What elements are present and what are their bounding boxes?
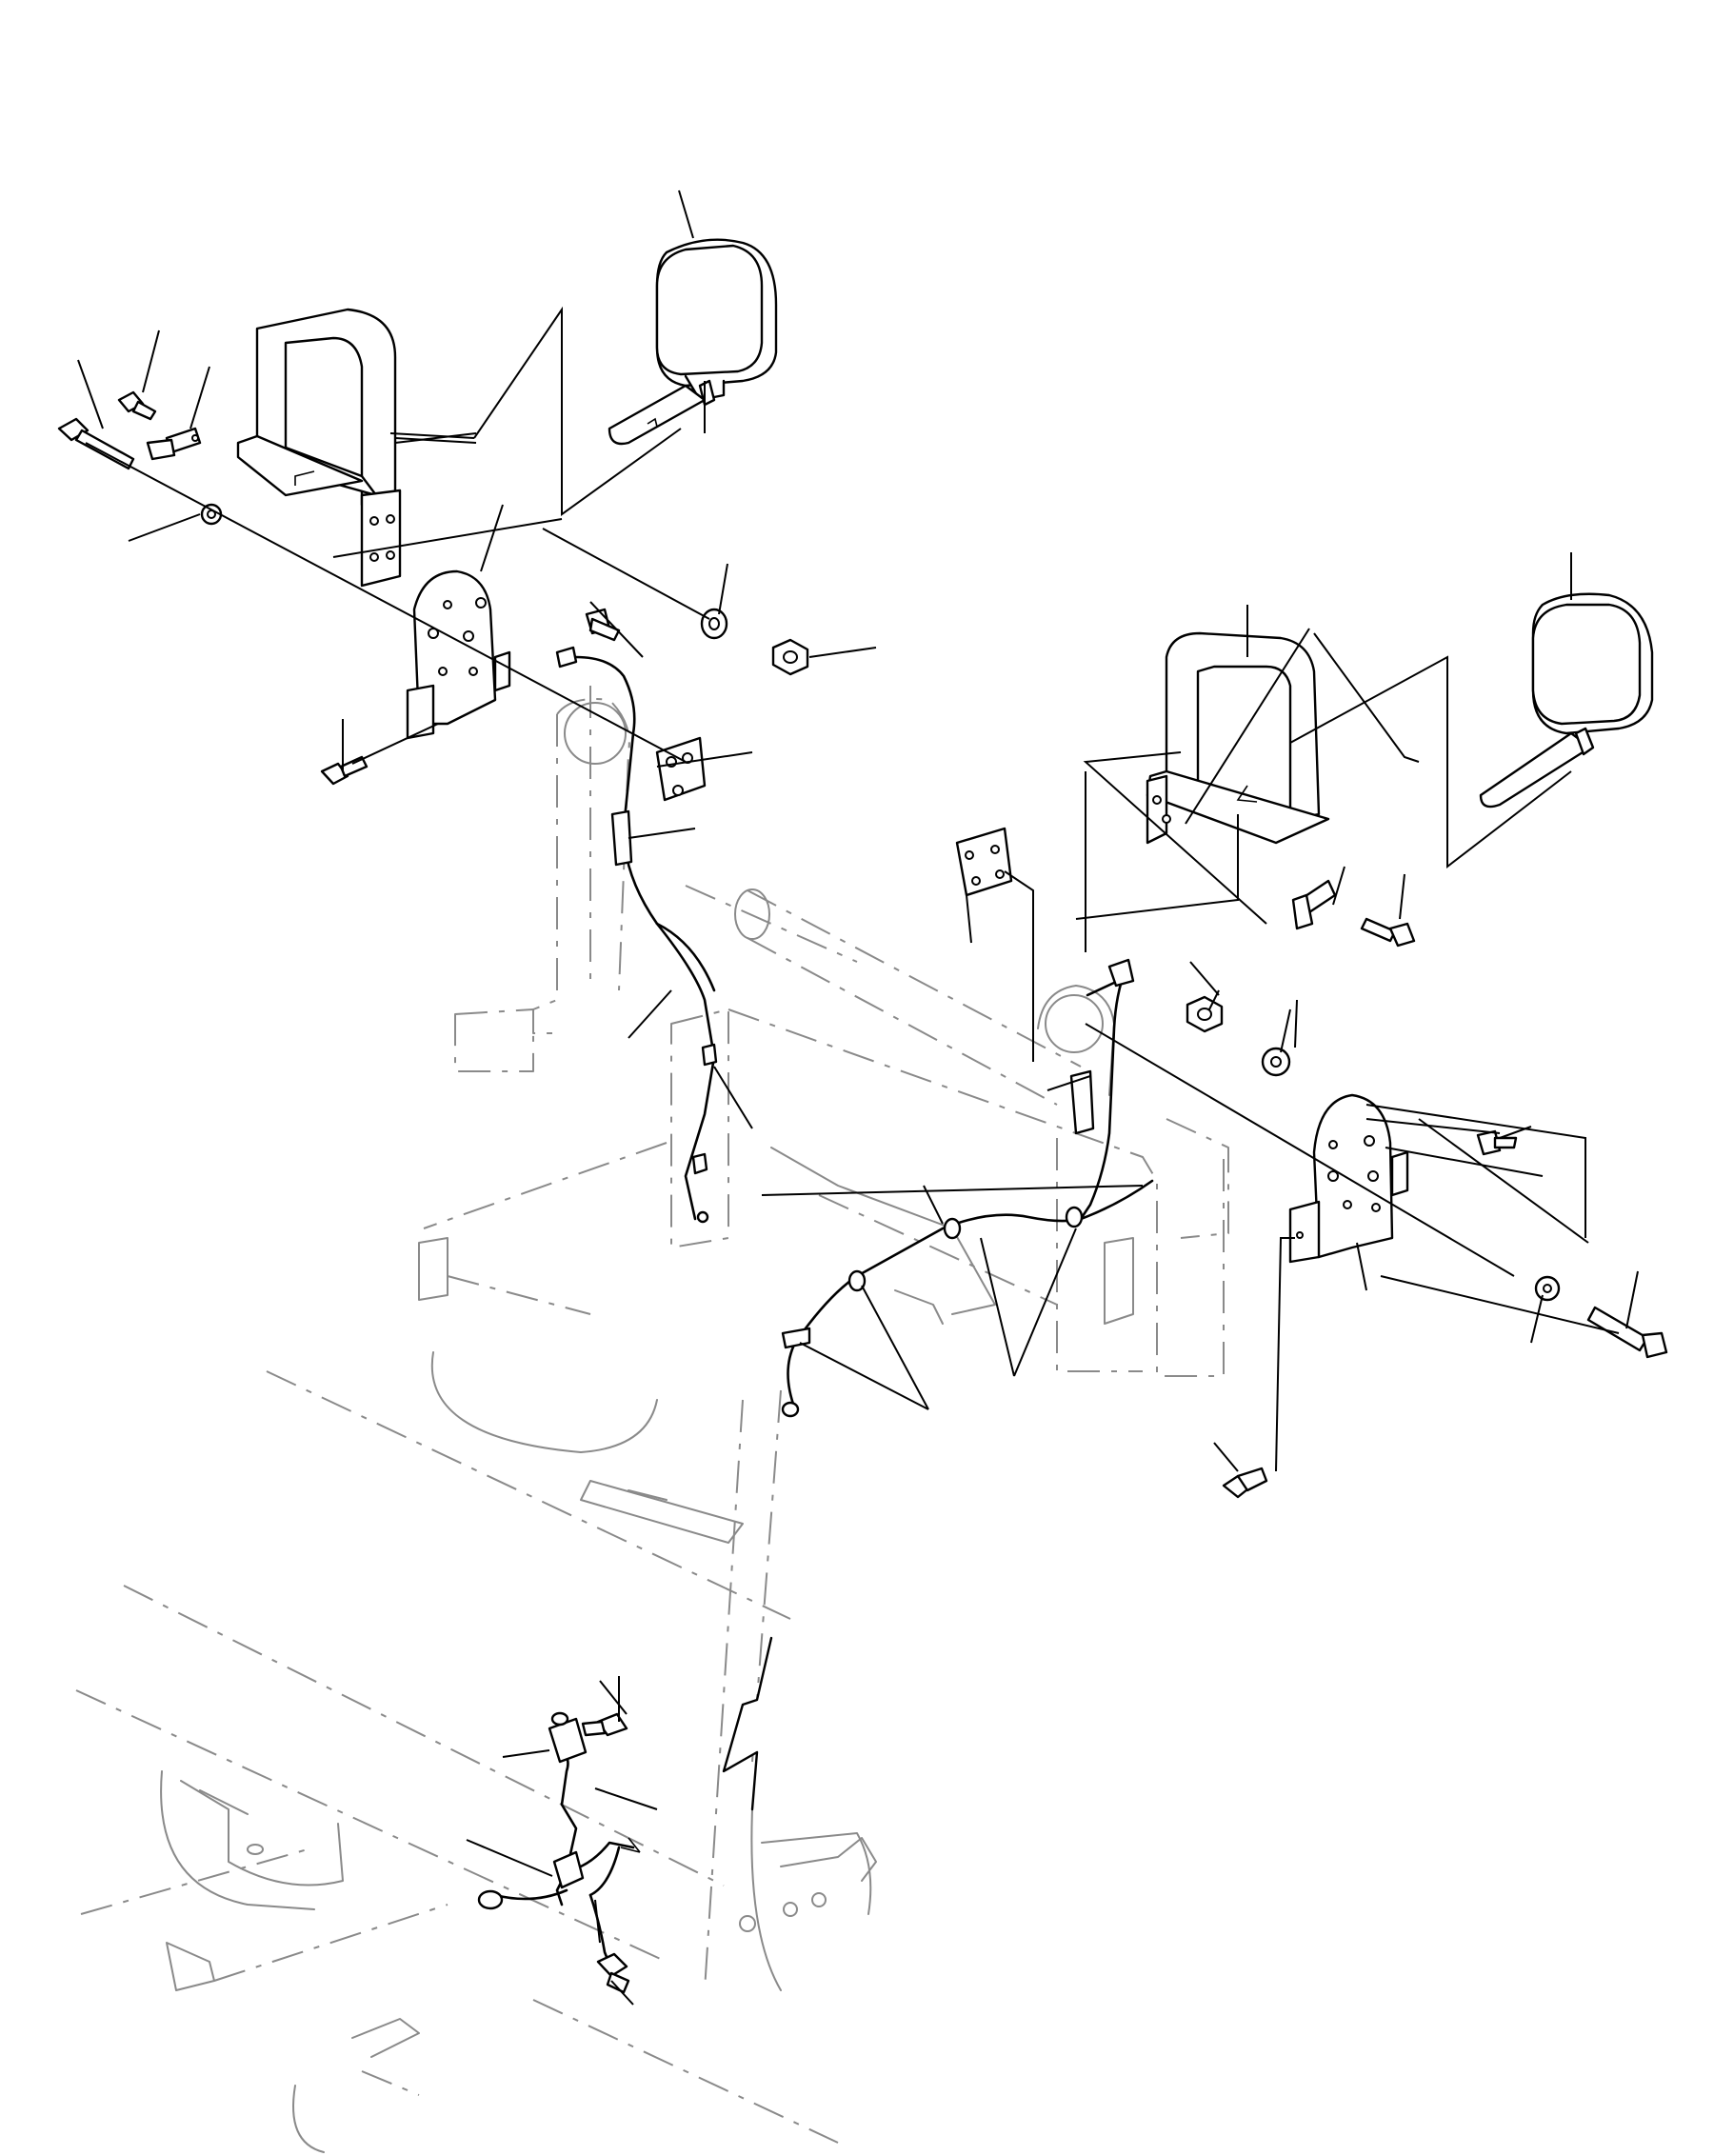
left-lower-bolt (320, 755, 369, 786)
right-washer (1261, 1047, 1291, 1077)
right-long-bolt (1586, 1306, 1668, 1359)
left-work-lamp-assembly (57, 238, 809, 786)
lower-ground-bolt (596, 1952, 630, 1994)
left-clip (146, 427, 202, 461)
right-work-lamp (1479, 592, 1654, 808)
right-short-bolt (1360, 917, 1416, 948)
right-washer-2 (1534, 1275, 1561, 1302)
leader-lines (77, 190, 1639, 2006)
left-lamp-guard (236, 308, 402, 588)
machine-frame-outline (75, 686, 1229, 2153)
boom-wiring-harness (555, 646, 1154, 1418)
lower-harness-and-relay (477, 1711, 641, 1994)
left-short-bolt (117, 390, 157, 421)
lower-relay-bolt (581, 1712, 628, 1737)
left-hardware (57, 390, 809, 786)
left-nut (771, 638, 809, 676)
right-work-lamp-assembly (955, 592, 1668, 1499)
break-line (722, 1636, 773, 1811)
diode-unit (552, 1837, 641, 1889)
right-cover-plate (955, 827, 1013, 897)
left-long-bolt (57, 417, 135, 470)
right-nut (1186, 995, 1224, 1033)
right-lamp-guard (1146, 631, 1330, 845)
left-lamp-mounting-bracket (406, 569, 511, 740)
left-work-lamp (608, 238, 778, 446)
left-washer-2 (700, 608, 728, 640)
right-hardware (955, 827, 1668, 1499)
right-clip (1291, 879, 1337, 930)
relay (548, 1711, 588, 1764)
right-lower-bolt (1222, 1467, 1268, 1499)
right-lamp-mounting-bracket (1288, 1093, 1409, 1264)
